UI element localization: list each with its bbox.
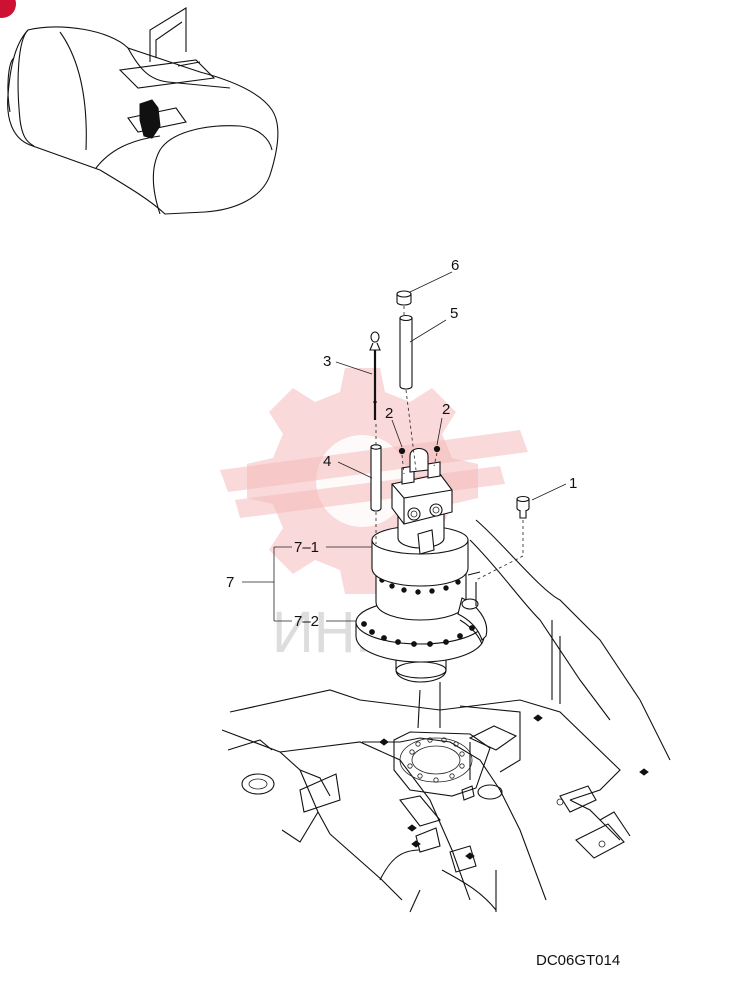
callout-3: 3 xyxy=(323,353,331,370)
callout-7: 7 xyxy=(226,574,234,591)
leader-lines xyxy=(242,271,567,622)
callout-5: 5 xyxy=(450,305,458,322)
upper-frame xyxy=(221,519,671,913)
callout-2a: 2 xyxy=(385,405,393,422)
part-2-plugs xyxy=(398,445,441,455)
part-6-cap xyxy=(396,290,412,306)
part-4-pipe xyxy=(370,444,382,512)
watermark-gear: ИНГУ xyxy=(220,368,528,665)
callout-7-1: 7–1 xyxy=(294,539,319,556)
callouts: 1 2 2 3 4 5 6 7 7–1 7–2 xyxy=(226,257,577,630)
callout-7-2: 7–2 xyxy=(294,613,319,630)
callout-2b: 2 xyxy=(442,401,450,418)
part-3-dipstick xyxy=(369,331,381,420)
callout-1: 1 xyxy=(569,475,577,492)
alignment-lines xyxy=(375,306,524,581)
overview-inset xyxy=(7,7,279,215)
drawing-number: DC06GT014 xyxy=(536,952,620,969)
callout-6: 6 xyxy=(451,257,459,274)
part-5-pipe xyxy=(399,314,413,390)
part-1-bolt xyxy=(516,495,530,519)
callout-4: 4 xyxy=(323,453,331,470)
swing-motor-assembly xyxy=(355,447,488,683)
corner-badge xyxy=(0,0,16,18)
